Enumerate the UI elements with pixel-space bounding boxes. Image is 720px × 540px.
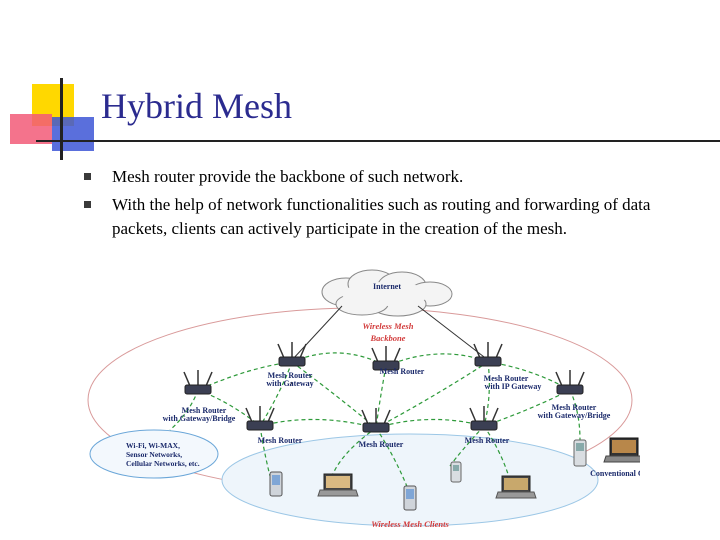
router-gateway-label: Mesh Router xyxy=(268,371,313,380)
mesh-clients-boundary xyxy=(221,433,599,527)
router-ip-label-line2: with IP Gateway xyxy=(485,382,542,391)
phone-icon xyxy=(450,461,462,483)
laptop-icon xyxy=(603,437,640,463)
bullet-square-icon xyxy=(84,201,91,208)
router-icon xyxy=(469,406,499,431)
router-icon xyxy=(371,346,401,371)
bullet-text: Mesh router provide the backbone of such… xyxy=(112,167,464,186)
router-left-label: Mesh Router xyxy=(182,406,227,415)
laptop-icon xyxy=(495,475,537,499)
router-bottom-label: Mesh Router xyxy=(258,436,303,445)
router-icon xyxy=(277,342,307,367)
other-networks-label: Wi-Fi, Wi-MAX, xyxy=(126,441,180,450)
conventional-clients-label: Conventional Clients xyxy=(590,469,640,478)
bullet-item: Mesh router provide the backbone of such… xyxy=(84,165,694,189)
other-networks-boundary xyxy=(89,429,219,479)
pda-icon xyxy=(403,485,417,511)
router-bottom-label: Mesh Router xyxy=(359,440,404,449)
pda-icon xyxy=(269,471,283,497)
router-icon xyxy=(473,342,503,367)
router-gateway-label-line2: with Gateway xyxy=(266,379,313,388)
router-icon xyxy=(361,408,391,433)
laptop-icon xyxy=(317,473,359,497)
title-decoration-vertical-line xyxy=(60,78,63,160)
router-bottom-label: Mesh Router xyxy=(465,436,510,445)
other-networks-label-line3: Cellular Networks, etc. xyxy=(126,459,200,468)
router-ip-label: Mesh Router xyxy=(484,374,529,383)
internet-cloud-icon xyxy=(321,269,453,317)
router-right-label: Mesh Router xyxy=(552,403,597,412)
other-networks-label-line2: Sensor Networks, xyxy=(126,450,182,459)
title-underline xyxy=(36,140,720,142)
router-left-label-line2: with Gateway/Bridge xyxy=(163,414,236,423)
bullet-square-icon xyxy=(84,173,91,180)
phone-icon xyxy=(573,439,587,467)
router-icon xyxy=(183,370,213,395)
backbone-label-line2: Backbone xyxy=(370,333,406,343)
title-decoration-red-square xyxy=(10,114,52,144)
router-center-label: Mesh Router xyxy=(380,367,425,376)
router-right-label-line2: with Gateway/Bridge xyxy=(538,411,611,420)
router-icon xyxy=(245,406,275,431)
backbone-label: Wireless Mesh xyxy=(363,321,414,331)
router-icon xyxy=(555,370,585,395)
bullet-item: With the help of network functionalities… xyxy=(84,193,694,241)
mesh-clients-label: Wireless Mesh Clients xyxy=(371,519,449,529)
hybrid-mesh-diagram: Internet Wireless Mesh Backbone xyxy=(80,262,640,534)
bullet-text: With the help of network functionalities… xyxy=(112,195,651,238)
title-decoration-blue-square xyxy=(52,117,94,151)
internet-label: Internet xyxy=(373,282,401,291)
slide-title: Hybrid Mesh xyxy=(101,86,292,126)
